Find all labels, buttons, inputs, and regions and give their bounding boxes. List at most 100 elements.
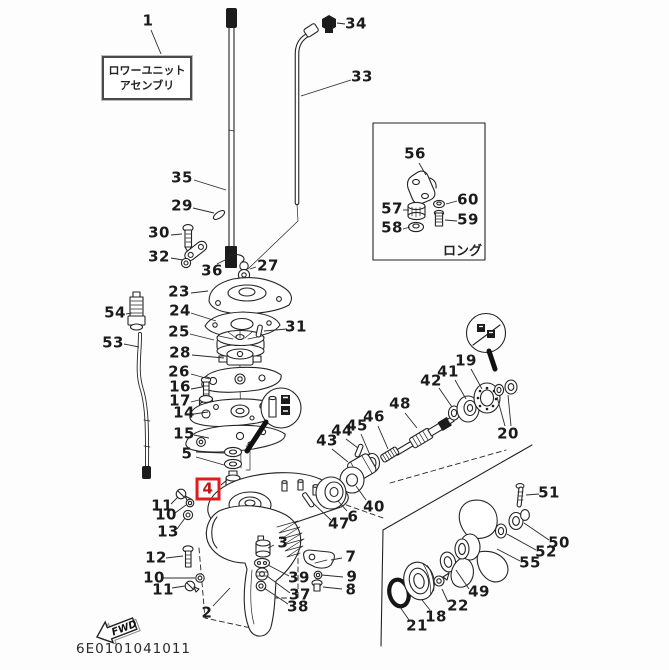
- callout-22[interactable]: 22: [447, 596, 469, 615]
- callout-11[interactable]: 11: [152, 580, 174, 599]
- callout-50[interactable]: 50: [548, 533, 570, 552]
- callout-35[interactable]: 35: [171, 168, 193, 187]
- callout-19[interactable]: 19: [455, 351, 477, 370]
- callout-45[interactable]: 45: [346, 416, 368, 435]
- plate-26: [201, 366, 282, 393]
- callout-55[interactable]: 55: [519, 553, 541, 572]
- callout-3[interactable]: 3: [277, 533, 289, 552]
- callout-21[interactable]: 21: [406, 616, 428, 635]
- callout-43[interactable]: 43: [316, 431, 338, 450]
- callout-30[interactable]: 30: [148, 223, 170, 242]
- callout-32[interactable]: 32: [148, 247, 170, 266]
- leader-line-44: [345, 438, 359, 449]
- fwd-arrow: FWD: [95, 617, 141, 645]
- callout-48[interactable]: 48: [389, 394, 411, 413]
- leader-line-56: [418, 162, 427, 176]
- callout-2[interactable]: 2: [201, 603, 213, 622]
- callout-6[interactable]: 6: [347, 507, 359, 526]
- shift-rod-drawing: [127, 291, 151, 479]
- callout-51[interactable]: 51: [538, 483, 560, 502]
- seal-detail-magnifier-icon: [244, 387, 302, 454]
- callout-49[interactable]: 49: [468, 582, 490, 601]
- callout-10[interactable]: 10: [143, 568, 165, 587]
- callout-11[interactable]: 11: [151, 496, 173, 515]
- callout-29[interactable]: 29: [171, 196, 193, 215]
- callout-54[interactable]: 54: [104, 303, 126, 322]
- pin-31: [255, 324, 263, 338]
- leader-line-27: [249, 266, 257, 270]
- callout-10[interactable]: 10: [155, 505, 177, 524]
- callout-34[interactable]: 34: [345, 14, 367, 33]
- clip-detail-magnifier-icon: [465, 312, 507, 372]
- callout-60[interactable]: 60: [457, 190, 479, 209]
- drive-shaft-drawing: [225, 8, 237, 268]
- callout-40[interactable]: 40: [363, 497, 385, 516]
- callout-16[interactable]: 16: [169, 377, 191, 396]
- callout-23[interactable]: 23: [168, 282, 190, 301]
- callout-46[interactable]: 46: [363, 407, 385, 426]
- callout-13[interactable]: 13: [157, 522, 179, 541]
- callout-25[interactable]: 25: [168, 322, 190, 341]
- callout-18[interactable]: 18: [425, 607, 447, 626]
- callout-15[interactable]: 15: [173, 424, 195, 443]
- callout-31[interactable]: 31: [285, 317, 307, 336]
- leader-line-4: [220, 479, 228, 486]
- callout-38[interactable]: 38: [287, 597, 309, 616]
- shift-linkage-drawing: [180, 209, 226, 269]
- callout-33[interactable]: 33: [351, 67, 373, 86]
- callout-26[interactable]: 26: [168, 362, 190, 381]
- callout-36[interactable]: 36: [201, 261, 223, 280]
- bolt-30: [182, 224, 194, 253]
- leader-line-29: [192, 207, 215, 214]
- callout-12[interactable]: 12: [145, 548, 167, 567]
- callout-59[interactable]: 59: [457, 210, 479, 229]
- leader-line-58: [402, 226, 411, 230]
- callout-24[interactable]: 24: [169, 301, 191, 320]
- callout-9[interactable]: 9: [346, 567, 358, 586]
- callout-41[interactable]: 41: [437, 362, 459, 381]
- callout-5[interactable]: 5: [181, 444, 193, 463]
- leader-line-60: [445, 200, 458, 205]
- leader-line-5: [195, 451, 225, 454]
- callout-14[interactable]: 14: [173, 403, 195, 422]
- leader-line-19: [470, 368, 483, 390]
- callout-53[interactable]: 53: [102, 333, 124, 352]
- callout-44[interactable]: 44: [331, 421, 353, 440]
- callout-52[interactable]: 52: [535, 542, 557, 561]
- callout-28[interactable]: 28: [169, 343, 191, 362]
- callout-17[interactable]: 17: [169, 391, 191, 410]
- bolt-22: [433, 572, 450, 587]
- gear-train-drawing: [302, 379, 518, 510]
- cartridge-28: [218, 348, 262, 366]
- gearcase-drawing: [198, 449, 507, 637]
- callout-57[interactable]: 57: [381, 199, 403, 218]
- leader-line-51: [525, 493, 540, 496]
- callout-8[interactable]: 8: [345, 580, 357, 599]
- leader-line-26: [190, 373, 210, 380]
- leader-line-41: [454, 379, 467, 400]
- assembly-title-line1: ロワーユニット: [108, 64, 186, 77]
- callout-58[interactable]: 58: [381, 218, 403, 237]
- callout-20[interactable]: 20: [497, 424, 519, 443]
- callout-39[interactable]: 39: [288, 568, 310, 587]
- trim-tab-drawing: [303, 549, 335, 592]
- leader-line-17: [190, 399, 200, 403]
- bearing-cap-18: [403, 561, 435, 601]
- callout-42[interactable]: 42: [420, 371, 442, 390]
- callout-4[interactable]: 4: [195, 477, 221, 501]
- callout-1[interactable]: 1: [142, 11, 154, 30]
- callout-7[interactable]: 7: [345, 547, 357, 566]
- callout-47[interactable]: 47: [328, 514, 350, 533]
- callout-56[interactable]: 56: [404, 144, 426, 163]
- callout-37[interactable]: 37: [289, 585, 311, 604]
- sleeves-20: [493, 379, 518, 397]
- leader-line-35: [193, 179, 227, 191]
- bolt-12: [182, 545, 194, 568]
- callout-27[interactable]: 27: [257, 256, 279, 275]
- prop-shaft-48: [394, 416, 455, 456]
- anode-3: [255, 535, 271, 558]
- leader-line-48: [404, 412, 418, 429]
- leader-line-34: [336, 22, 346, 25]
